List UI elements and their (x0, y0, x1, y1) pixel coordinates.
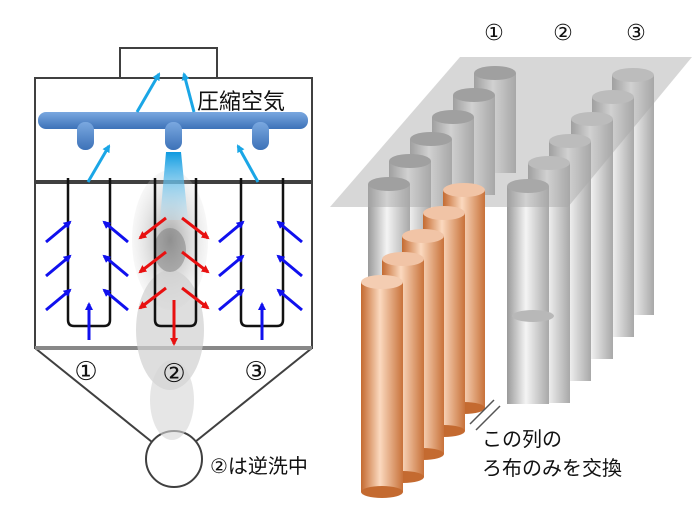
backwash-dust-plume (132, 170, 208, 440)
backwash-arrows (138, 216, 210, 346)
bag3-outflow-arrow (236, 144, 260, 183)
compressed-air-label: 圧縮空気 (197, 90, 285, 115)
hopper-right (194, 347, 313, 443)
copper-filter-column-2 (361, 183, 485, 498)
air-jet (160, 152, 188, 220)
left-row-label-1: ① (74, 357, 97, 387)
nozzle-1 (77, 122, 94, 150)
right-row-label-2: ② (553, 21, 573, 46)
backwash-note: ②は逆洗中 (210, 454, 308, 478)
right-row-label-3: ③ (626, 21, 646, 46)
replace-note-line2: ろ布のみを交換 (482, 456, 622, 480)
left-row-label-2: ② (162, 359, 185, 389)
exhaust-arrow-2 (181, 72, 196, 113)
gray-filter-column-3 (507, 75, 654, 404)
outlet-box (119, 47, 218, 79)
nozzle-2 (165, 122, 182, 150)
left-row-label-3: ③ (244, 357, 267, 387)
exhaust-arrow-1 (135, 72, 161, 113)
right-row-label-1: ① (484, 21, 504, 46)
cylinder-tops (368, 66, 654, 193)
note-leader (469, 399, 501, 431)
clean-air-arrows (86, 72, 260, 183)
filtration-arrows (45, 220, 303, 340)
bag1-outflow-arrow (86, 144, 111, 183)
nozzle-3 (252, 122, 269, 150)
header-pipe (38, 112, 308, 129)
hopper-left (34, 347, 153, 443)
replace-note-line1: この列の (482, 427, 562, 451)
compressed-air-pipe (38, 112, 308, 150)
